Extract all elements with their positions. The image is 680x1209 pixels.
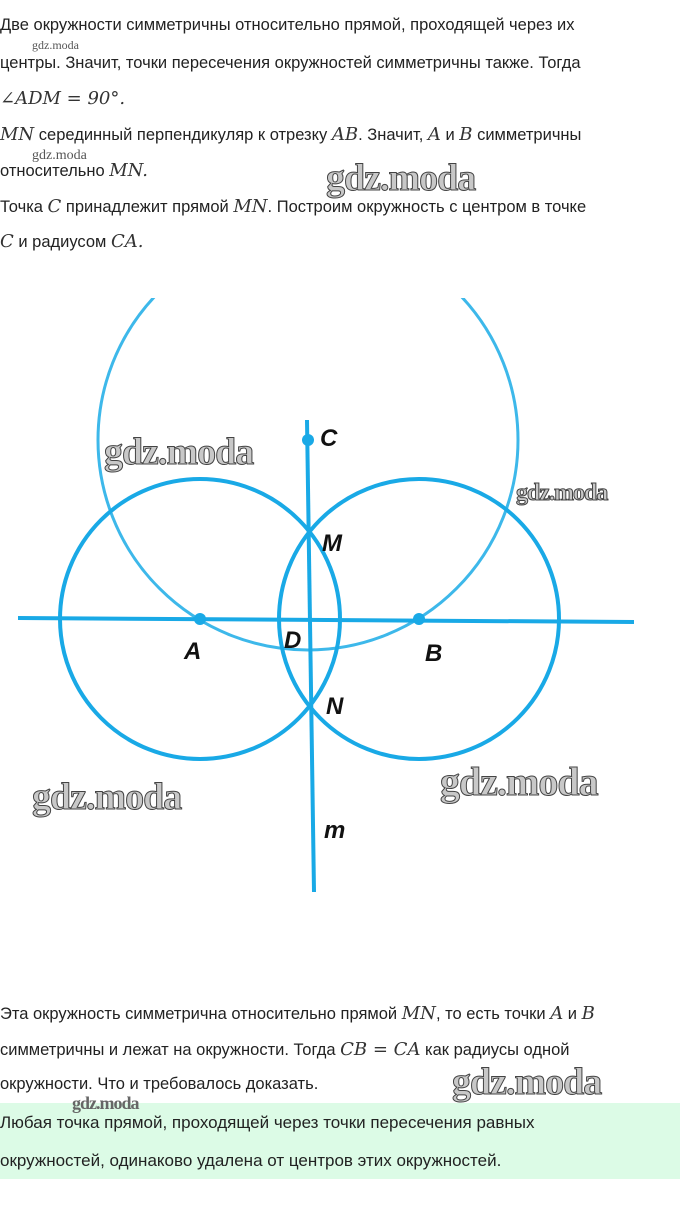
label-b: B	[425, 640, 442, 667]
math: A	[427, 124, 441, 145]
big-circle-center-c	[96, 298, 520, 652]
math: C	[0, 231, 14, 252]
math: B	[581, 1003, 595, 1024]
paragraph-1-line-2: центры. Значит, точки пересечения окружн…	[0, 54, 581, 72]
point-a	[194, 613, 206, 625]
point-c	[302, 434, 314, 446]
label-d: D	[284, 627, 301, 654]
watermark: gdz.moda	[72, 1093, 140, 1113]
math: MN	[233, 196, 268, 217]
angle-formula: ∠ADM = 90°.	[0, 88, 126, 109]
watermark: gdz.moda	[440, 759, 600, 805]
text: относительно	[0, 162, 110, 180]
label-c: C	[320, 425, 338, 452]
label-line-m: m	[324, 817, 345, 844]
text: серединный перпендикуляр к отрезку	[34, 126, 332, 144]
text: Эта окружность симметрична относительно …	[0, 1005, 402, 1023]
watermark: gdz.moda	[32, 148, 87, 163]
text: . Значит,	[358, 126, 428, 144]
paragraph-1-line-1: Две окружности симметричны относительно …	[0, 16, 575, 34]
text: . Построим окружность с центром в точке	[267, 198, 587, 216]
paragraph-4-line-2: симметричны и лежат на окружности. Тогда…	[0, 1039, 570, 1060]
label-n: N	[326, 693, 344, 720]
watermark: gdz.moda	[103, 431, 254, 474]
math: MN	[401, 1003, 436, 1024]
paragraph-2-line-1: MN серединный перпендикуляр к отрезку AB…	[0, 124, 581, 145]
text: симметричны	[472, 126, 582, 144]
math: A	[550, 1003, 564, 1024]
math: B	[459, 124, 473, 145]
text: симметричны и лежат на окружности. Тогда	[0, 1041, 341, 1059]
point-b	[413, 613, 425, 625]
summary-note: Любая точка прямой, проходящей через точ…	[0, 1103, 680, 1179]
paragraph-3-line-1: Точка C принадлежит прямой MN. Построим …	[0, 196, 586, 217]
paragraph-4-line-1: Эта окружность симметрична относительно …	[0, 1003, 595, 1024]
text: , то есть точки	[435, 1005, 551, 1023]
text: и	[563, 1005, 582, 1023]
note-line-1: Любая точка прямой, проходящей через точ…	[0, 1113, 535, 1132]
math: CB = CA	[340, 1039, 421, 1060]
paragraph-2-line-2: относительно MN.	[0, 160, 148, 181]
math: CA.	[110, 231, 144, 252]
watermark: gdz.moda	[451, 1061, 602, 1104]
text: и радиусом	[13, 233, 111, 251]
math: C	[47, 196, 62, 217]
text: принадлежит прямой	[61, 198, 234, 216]
watermark: gdz.moda	[32, 38, 79, 52]
watermark: gdz.moda	[515, 480, 608, 507]
watermark: gdz.moda	[31, 776, 182, 819]
math: MN.	[109, 160, 148, 181]
note-line-2: окружностей, одинаково удалена от центро…	[0, 1151, 502, 1170]
paragraph-4-line-3: окружности. Что и требовалось доказать.	[0, 1075, 319, 1093]
math: MN	[0, 124, 35, 145]
math: AB	[331, 124, 359, 145]
text: Точка	[0, 198, 48, 216]
line-ab	[17, 616, 635, 624]
label-m: M	[322, 530, 343, 557]
text: как радиусы одной	[420, 1041, 570, 1059]
watermark: gdz.moda	[325, 157, 476, 200]
line-m	[305, 419, 316, 893]
text: и	[440, 126, 460, 144]
label-a: A	[183, 638, 201, 665]
paragraph-3-line-2: C и радиусом CA.	[0, 231, 143, 252]
